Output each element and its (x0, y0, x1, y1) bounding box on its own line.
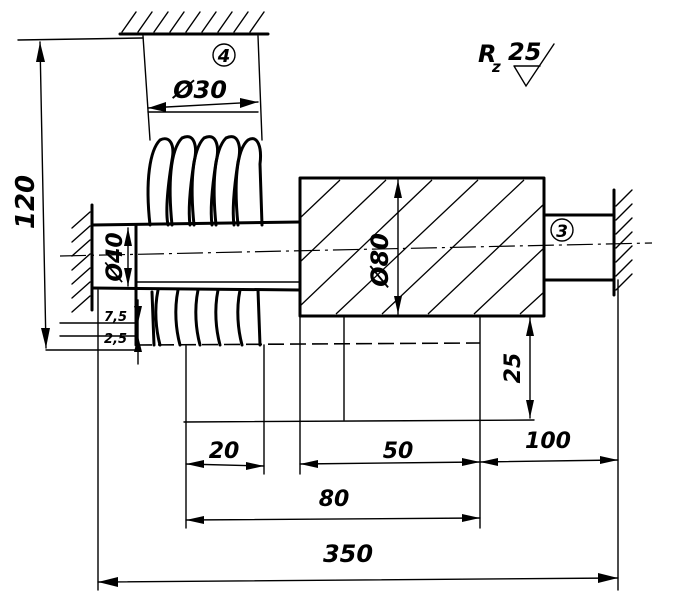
large-cylinder (298, 176, 546, 318)
label-length-80: 80 (319, 487, 350, 512)
roughness-symbol: R z 25 (478, 38, 555, 88)
label-offset-upper: 7,5 (104, 310, 127, 325)
label-large-cyl-diameter: Ø80 (366, 233, 394, 289)
label-offset-lower: 2,5 (104, 332, 127, 347)
extension-lines (17, 37, 619, 591)
dim-offsets (134, 299, 142, 365)
roughness-letter: R (478, 40, 496, 68)
dim-length-80 (185, 514, 481, 524)
label-vertical-offset: 25 (501, 353, 526, 384)
small-vertical-cylinder (142, 35, 264, 347)
label-overall-length: 350 (323, 540, 373, 568)
shaft (90, 220, 302, 347)
dim-length-20 (185, 460, 265, 470)
balloon-4-label: 4 (217, 46, 231, 67)
hatching (299, 179, 545, 315)
shaft-axis (59, 242, 653, 257)
label-overall-height: 120 (11, 175, 41, 229)
dim-shaft-diameter (124, 227, 132, 287)
dim-vertical-offset (526, 317, 534, 419)
balloon-3: 3 (550, 218, 574, 242)
label-length-100: 100 (525, 429, 571, 454)
right-shaft (542, 213, 616, 282)
rope-coils (146, 135, 264, 227)
roughness-check-icon (513, 43, 555, 88)
dim-overall-length (97, 573, 619, 587)
dim-overall-height (36, 41, 50, 349)
rope-coils-lower (150, 288, 262, 347)
label-small-cyl-diameter: Ø30 (171, 76, 227, 104)
balloon-4: 4 (212, 43, 236, 67)
roughness-subscript: z (491, 58, 501, 76)
roughness-value: 25 (508, 38, 541, 66)
label-length-20: 20 (209, 439, 240, 464)
left-wall-support (71, 203, 94, 313)
dim-large-cyl-diameter (394, 179, 402, 315)
dim-small-cyl-diameter (147, 98, 259, 112)
right-wall-support (612, 188, 633, 297)
label-shaft-diameter: Ø40 (103, 232, 128, 283)
dim-length-50 (299, 458, 481, 468)
balloon-3-label: 3 (556, 222, 568, 242)
hidden-line (135, 342, 481, 346)
label-length-50: 50 (383, 439, 414, 464)
top-wall-support (118, 11, 270, 36)
dim-length-100 (479, 456, 619, 466)
